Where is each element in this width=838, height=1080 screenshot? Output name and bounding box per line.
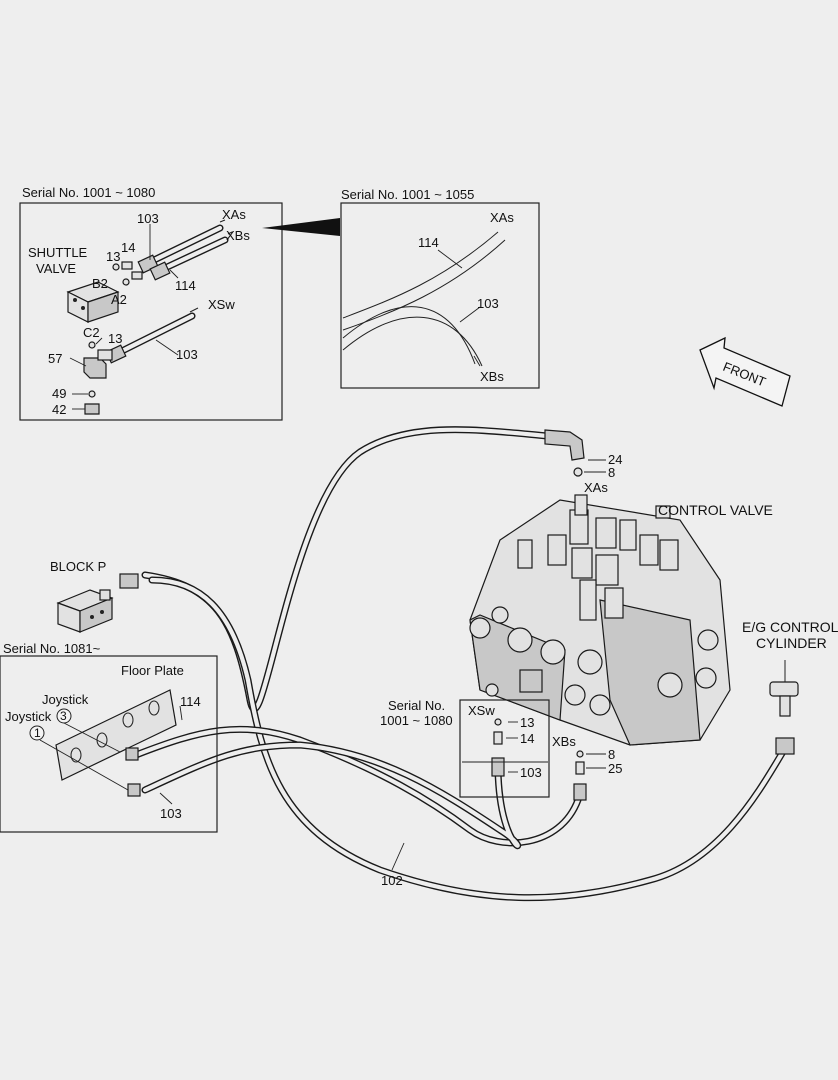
front-arrow: FRONT bbox=[699, 336, 791, 407]
valve-top-port bbox=[574, 494, 588, 516]
cylinder-fitting bbox=[775, 737, 795, 755]
label-xbs-tl: XBs bbox=[226, 228, 250, 243]
label-serial-center-1: Serial No. bbox=[388, 698, 445, 713]
label-xas-cv: XAs bbox=[584, 480, 608, 495]
inset-top-left-frame bbox=[19, 202, 283, 421]
label-circle-1: 1 bbox=[34, 726, 41, 740]
label-c2: C2 bbox=[83, 325, 100, 340]
label-xsw-center: XSw bbox=[468, 703, 495, 718]
label-114-tl: 114 bbox=[175, 278, 196, 293]
shuttle-valve-block bbox=[66, 281, 120, 323]
floor-plate bbox=[55, 689, 177, 781]
oring-49 bbox=[88, 390, 96, 398]
label-shuttle: SHUTTLE bbox=[28, 245, 88, 260]
label-xbs-center: XBs bbox=[552, 734, 576, 749]
inset-top-left-serial: Serial No. 1001 ~ 1080 bbox=[22, 185, 155, 200]
label-eg-control: E/G CONTROL bbox=[742, 619, 838, 635]
adapter-14 bbox=[121, 261, 133, 270]
label-57: 57 bbox=[48, 351, 62, 366]
label-xas-tr: XAs bbox=[490, 210, 514, 225]
inset-top-left: Serial No. 1001 ~ 1080 bbox=[19, 185, 283, 421]
callout-pointer bbox=[262, 218, 340, 236]
label-14-tl: 14 bbox=[121, 240, 135, 255]
label-102: 102 bbox=[381, 873, 403, 888]
circle-1 bbox=[29, 725, 45, 741]
block-p: BLOCK P bbox=[50, 559, 139, 633]
label-13-tl-b: 13 bbox=[108, 331, 122, 346]
label-8-center: 8 bbox=[608, 747, 615, 762]
label-8-top: 8 bbox=[608, 465, 615, 480]
label-xbs-tr: XBs bbox=[480, 369, 504, 384]
label-control-valve: CONTROL VALVE bbox=[658, 502, 773, 518]
block-p-fitting bbox=[119, 573, 139, 589]
inset-center-frame bbox=[459, 699, 550, 798]
inset-bottom-left-serial: Serial No. 1081~ bbox=[3, 641, 101, 656]
adapter-14b bbox=[131, 271, 143, 280]
label-114-tr: 114 bbox=[418, 235, 439, 250]
elbow-24 bbox=[544, 429, 585, 461]
hose-103-main bbox=[141, 741, 522, 850]
label-valve: VALVE bbox=[36, 261, 76, 276]
label-13-tl: 13 bbox=[106, 249, 120, 264]
inset-top-right-serial: Serial No. 1001 ~ 1055 bbox=[341, 187, 474, 202]
main-hoses bbox=[132, 426, 788, 902]
inset-top-right: Serial No. 1001 ~ 1055 XAs 114 103 XBs bbox=[340, 187, 540, 389]
label-103-center: 103 bbox=[520, 765, 542, 780]
label-circle-3: 3 bbox=[60, 709, 67, 723]
label-xas-tl: XAs bbox=[222, 207, 246, 222]
label-b2: B2 bbox=[92, 276, 108, 291]
oring-13 bbox=[112, 263, 120, 271]
label-24: 24 bbox=[608, 452, 622, 467]
label-103-bl: 103 bbox=[160, 806, 182, 821]
label-floor-plate: Floor Plate bbox=[121, 663, 184, 678]
label-103-tr: 103 bbox=[477, 296, 499, 311]
label-xsw-tl: XSw bbox=[208, 297, 235, 312]
inset-bottom-left: Serial No. 1081~ Floor Plate 3 1 Joystic… bbox=[0, 641, 218, 833]
oring-c2 bbox=[88, 341, 96, 349]
label-25-center: 25 bbox=[608, 761, 622, 776]
inset-center: Serial No. 1001 ~ 1080 XSw 13 14 103 XBs… bbox=[380, 698, 622, 801]
control-valve: 24 8 XAs CONTROL VALVE bbox=[469, 429, 773, 746]
label-joystick-b: Joystick bbox=[5, 709, 52, 724]
oring-13b bbox=[122, 278, 130, 286]
inset-bottom-left-frame bbox=[0, 655, 218, 833]
eg-control-cylinder: E/G CONTROL CYLINDER bbox=[742, 619, 838, 755]
label-49: 49 bbox=[52, 386, 66, 401]
inset-top-right-frame bbox=[340, 202, 540, 389]
label-cylinder: CYLINDER bbox=[756, 635, 827, 651]
oring-8 bbox=[573, 467, 583, 477]
label-14-center: 14 bbox=[520, 731, 534, 746]
plug-42 bbox=[84, 403, 100, 415]
elbow-57 bbox=[83, 357, 107, 379]
label-13-center: 13 bbox=[520, 715, 534, 730]
label-103-tl: 103 bbox=[137, 211, 159, 226]
label-103-tl-b: 103 bbox=[176, 347, 198, 362]
label-serial-center-2: 1001 ~ 1080 bbox=[380, 713, 453, 728]
label-block-p: BLOCK P bbox=[50, 559, 106, 574]
label-114-bl: 114 bbox=[180, 694, 201, 709]
fitting-upper-2 bbox=[149, 261, 171, 281]
label-42: 42 bbox=[52, 402, 66, 417]
label-a2: A2 bbox=[111, 292, 127, 307]
hose-114-main bbox=[132, 725, 582, 847]
label-joystick-a: Joystick bbox=[42, 692, 89, 707]
